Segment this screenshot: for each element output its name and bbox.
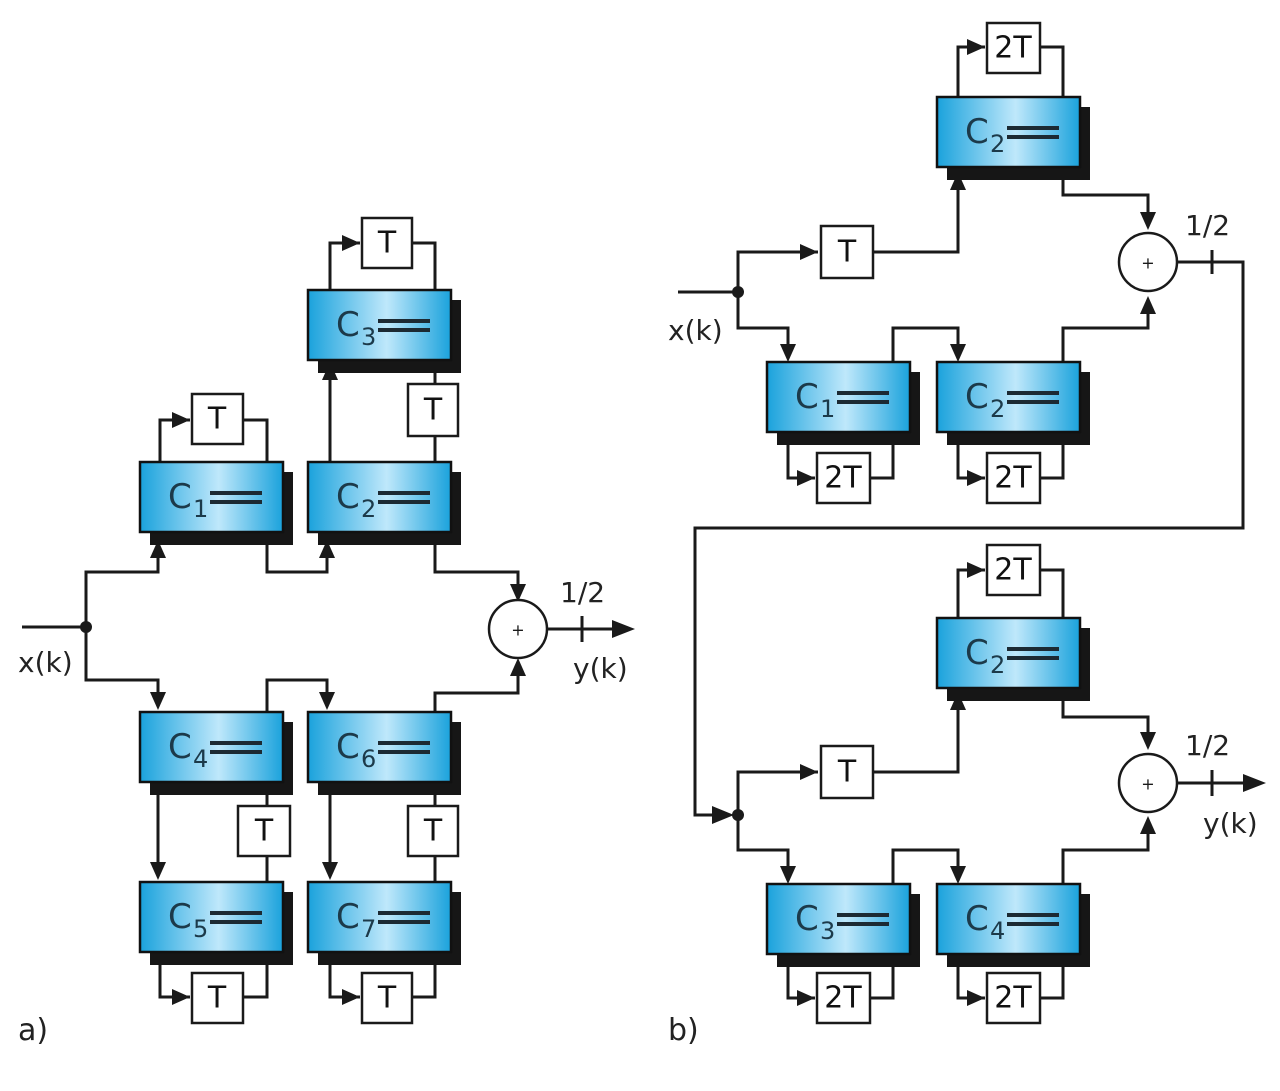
coef-subscript: 4 [990, 917, 1005, 945]
delay-block: T [819, 744, 875, 800]
svg-text:2T: 2T [994, 553, 1032, 588]
adder-stage2: + [1117, 752, 1179, 814]
svg-text:T: T [254, 814, 274, 849]
svg-text:T: T [423, 814, 443, 849]
svg-text:T: T [837, 755, 857, 790]
delay-block: T [236, 804, 292, 858]
coef-label: C [965, 377, 989, 417]
coef-block-stage1-c2: C 2 [935, 360, 1090, 445]
coef-label: C [336, 477, 360, 517]
branch-node-icon [732, 286, 744, 298]
coef-subscript: 5 [193, 915, 208, 943]
panel-a: C 1 C 2 C 3 C 4 C 5 [18, 216, 635, 1048]
delay-block: T [360, 971, 414, 1025]
coef-label: C [965, 633, 989, 673]
coef-label: C [795, 899, 819, 939]
delay-block: 2T [985, 451, 1042, 505]
svg-text:T: T [837, 235, 857, 270]
coef-block-c6: C 6 [306, 710, 461, 795]
coef-subscript: 1 [820, 395, 835, 423]
delay-block: T [406, 382, 460, 438]
panel-b-wires [678, 45, 1245, 1000]
output-label: y(k) [573, 652, 628, 685]
delay-block: 2T [985, 543, 1042, 597]
delay-block: 2T [815, 971, 872, 1025]
panel-b: C 2 C 1 C 2 C 2 C [668, 21, 1266, 1048]
svg-text:2T: 2T [824, 981, 862, 1016]
scale-label: 1/2 [1185, 209, 1230, 242]
delay-block: T [819, 224, 875, 280]
svg-text:2T: 2T [824, 461, 862, 496]
panel-b-arrows [712, 39, 1266, 1006]
coef-subscript: 2 [361, 495, 376, 523]
panel-label-b: b) [668, 1013, 699, 1048]
coef-label: C [965, 112, 989, 152]
delay-block: T [190, 392, 245, 446]
svg-text:2T: 2T [994, 461, 1032, 496]
coef-label: C [336, 305, 360, 345]
coef-subscript: 2 [990, 130, 1005, 158]
adder-circle-icon [1117, 752, 1179, 814]
coef-label: C [965, 899, 989, 939]
input-label: x(k) [18, 646, 73, 679]
svg-text:T: T [207, 402, 227, 437]
svg-text:T: T [377, 226, 397, 261]
coef-block-c1: C 1 [138, 460, 293, 545]
coef-subscript: 1 [193, 495, 208, 523]
coef-subscript: 4 [193, 745, 208, 773]
coef-block-c2: C 2 [306, 460, 461, 545]
delay-block: T [406, 804, 460, 858]
coef-label: C [336, 727, 360, 767]
delay-block: T [360, 216, 414, 270]
adder-stage1: + [1117, 231, 1179, 293]
svg-text:T: T [207, 981, 227, 1016]
coef-block-c3: C 3 [306, 288, 461, 373]
branch-node-icon [732, 809, 744, 821]
coef-block-c5: C 5 [138, 880, 293, 965]
coef-block-stage2-c2-top: C 2 [935, 616, 1090, 701]
coef-subscript: 2 [990, 651, 1005, 679]
adder-symbol: + [1141, 775, 1154, 794]
coef-subscript: 6 [361, 745, 376, 773]
coef-label: C [168, 897, 192, 937]
coef-block-stage2-c4: C 4 [935, 882, 1090, 967]
delay-block: 2T [815, 451, 872, 505]
coef-label: C [168, 477, 192, 517]
svg-text:2T: 2T [994, 31, 1032, 66]
coef-block-c4: C 4 [138, 710, 293, 795]
coef-subscript: 2 [990, 395, 1005, 423]
input-label: x(k) [668, 314, 723, 347]
coef-block-stage2-c3: C 3 [765, 882, 920, 967]
coef-subscript: 7 [361, 915, 376, 943]
coef-block-stage1-c1: C 1 [765, 360, 920, 445]
delay-block: T [190, 971, 245, 1025]
svg-text:T: T [423, 393, 443, 428]
branch-node-icon [80, 621, 92, 633]
coef-block-c7: C 7 [306, 880, 461, 965]
svg-text:T: T [377, 981, 397, 1016]
coef-label: C [168, 727, 192, 767]
delay-block: 2T [985, 21, 1042, 75]
coef-label: C [336, 897, 360, 937]
coef-subscript: 3 [820, 917, 835, 945]
scale-label: 1/2 [560, 576, 605, 609]
adder-circle-icon [487, 598, 549, 660]
scale-label: 1/2 [1185, 729, 1230, 762]
svg-text:2T: 2T [994, 981, 1032, 1016]
output-label: y(k) [1203, 807, 1258, 840]
adder: + [487, 598, 549, 660]
adder-symbol: + [511, 621, 524, 640]
coef-subscript: 3 [361, 323, 376, 351]
coef-label: C [795, 377, 819, 417]
adder-symbol: + [1141, 254, 1154, 273]
panel-label-a: a) [18, 1013, 48, 1048]
delay-block: 2T [985, 971, 1042, 1025]
adder-circle-icon [1117, 231, 1179, 293]
coef-block-stage1-c2-top: C 2 [935, 95, 1090, 180]
panel-a-arrows [150, 235, 635, 1005]
